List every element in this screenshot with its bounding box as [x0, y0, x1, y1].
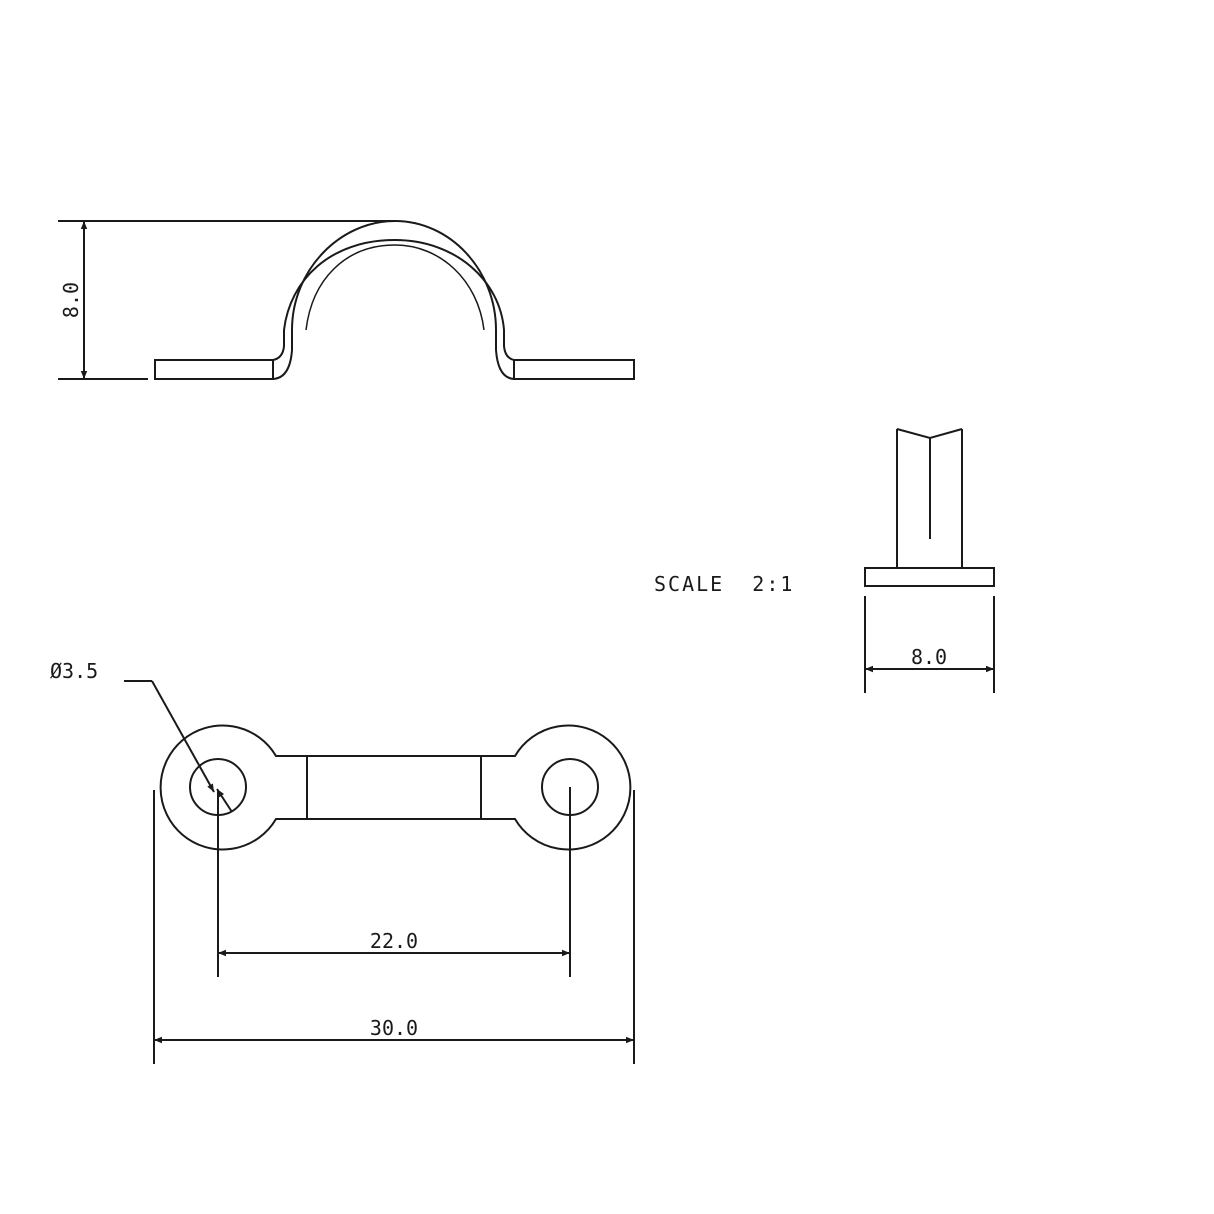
- extension-lines: [153, 787, 635, 1064]
- side-view: [154, 219, 635, 380]
- hole-spacing-label: 22.0: [370, 929, 418, 953]
- end-width-label: 8.0: [911, 645, 947, 669]
- inner-arch: [272, 238, 515, 361]
- left-tab: [154, 359, 274, 380]
- end-width-dimension: [864, 596, 995, 693]
- top-view: [159, 724, 632, 851]
- end-view: [864, 428, 995, 587]
- side-height-dimension: [58, 220, 395, 380]
- hole-diameter-label: Ø3.5: [50, 659, 98, 683]
- right-tab: [513, 359, 635, 380]
- scale-label: SCALE 2:1: [654, 572, 794, 596]
- end-view-base: [864, 567, 995, 587]
- overall-length-label: 30.0: [370, 1016, 418, 1040]
- side-height-label: 8.0: [59, 282, 83, 318]
- inner-arch-2: [305, 244, 485, 331]
- hole-diameter-leader: [124, 680, 233, 813]
- top-view-outline: [159, 724, 632, 851]
